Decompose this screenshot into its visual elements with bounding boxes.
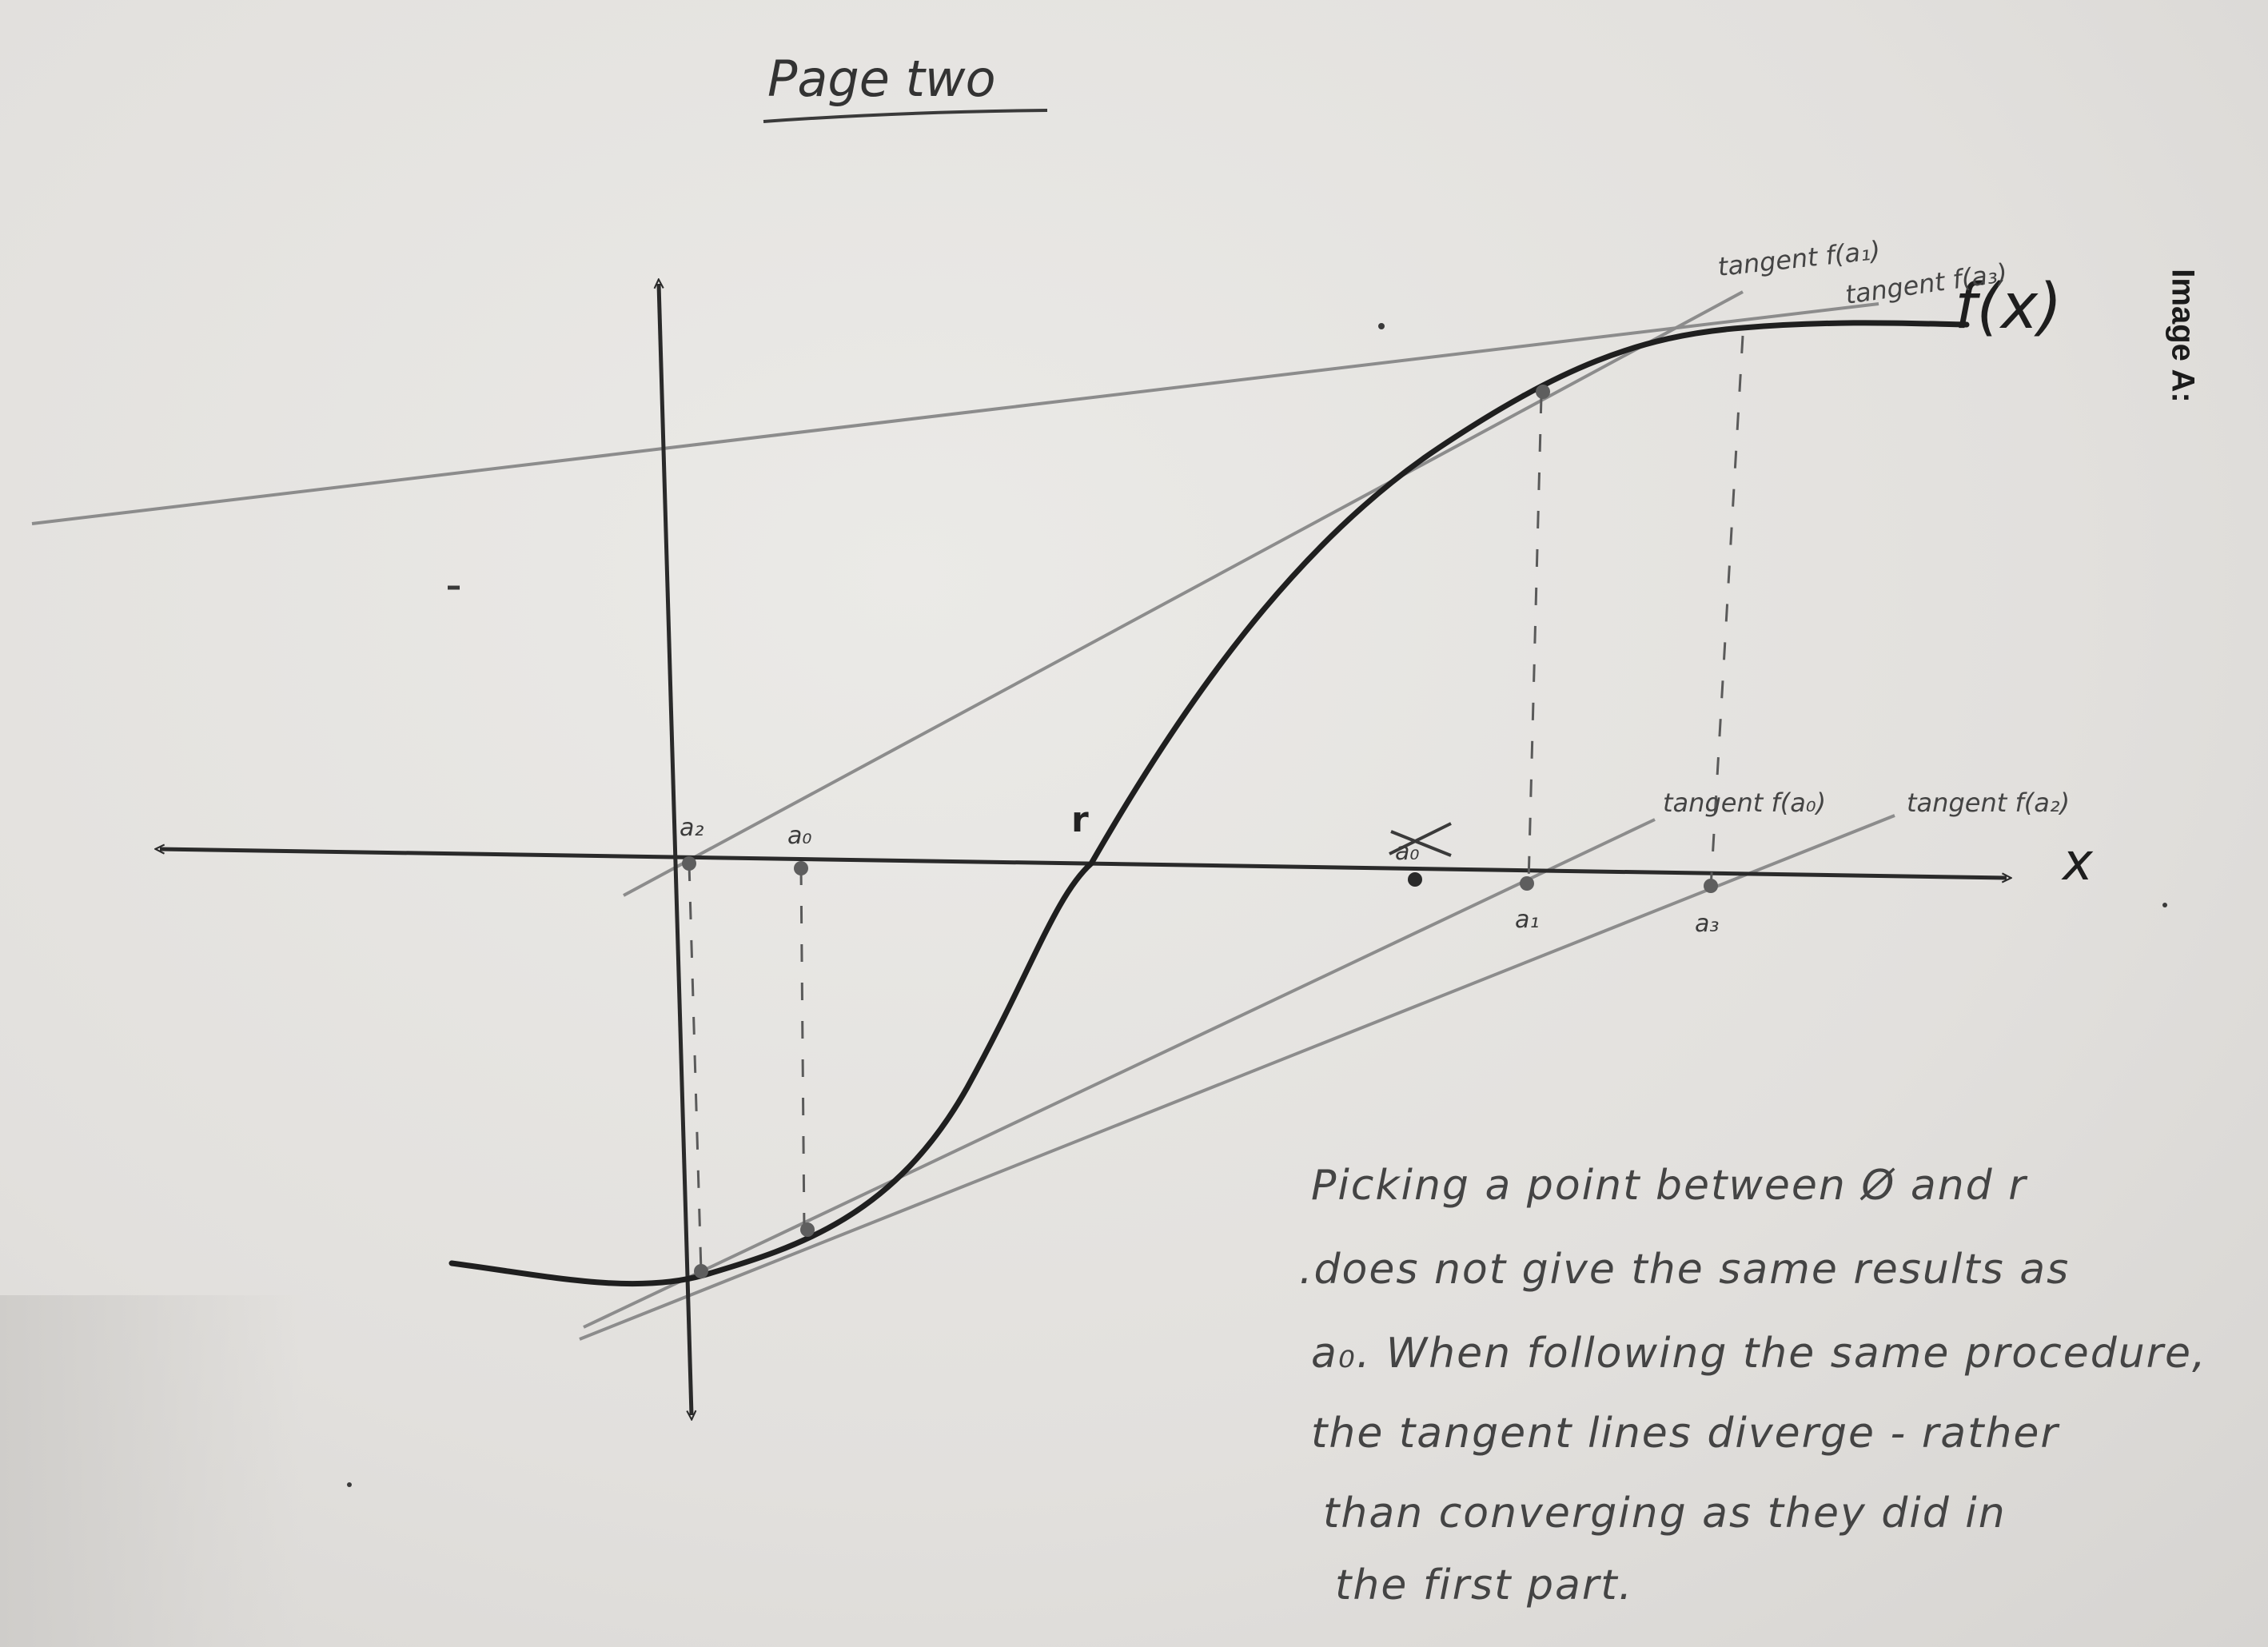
stray-mark bbox=[347, 1482, 352, 1487]
point-a3 bbox=[1704, 879, 1718, 893]
root-label: r bbox=[1071, 800, 1089, 840]
image-label: Image A: bbox=[2165, 269, 2201, 403]
function-label: f(x) bbox=[1955, 271, 2062, 343]
note-line: the first part. bbox=[1335, 1561, 1633, 1609]
curve-point-a2 bbox=[694, 1264, 708, 1278]
label-a0: a₀ bbox=[787, 822, 811, 850]
tangent-line-a1 bbox=[623, 290, 1744, 897]
tangent-line-a3 bbox=[31, 302, 1879, 525]
title-underline bbox=[763, 109, 1048, 123]
x-axis-label: x bbox=[2061, 833, 2094, 892]
stray-mark bbox=[2162, 903, 2167, 907]
point-crossed-a0 bbox=[1408, 872, 1422, 887]
function-curve bbox=[448, 320, 1970, 1287]
tangent-label-a2: tangent f(a₂) bbox=[1907, 788, 2070, 818]
x-axis bbox=[160, 849, 2007, 878]
curve-point-a0 bbox=[800, 1222, 815, 1237]
label-a3: a₃ bbox=[1695, 910, 1719, 938]
dashed-guide-a3 bbox=[1709, 335, 1744, 888]
note-line: the tangent lines diverge - rather bbox=[1311, 1410, 2060, 1458]
tangent-line-a2 bbox=[579, 814, 1895, 1341]
point-a2 bbox=[682, 856, 696, 871]
tangent-label-a0: tangent f(a₀) bbox=[1663, 788, 1826, 818]
note-line: .does not give the same results as bbox=[1299, 1246, 2070, 1294]
handwritten-note: Picking a point between Ø and r .does no… bbox=[1299, 1162, 2207, 1609]
crossed-out-mark bbox=[1389, 822, 1452, 855]
shadow-patch bbox=[0, 1295, 304, 1647]
note-line: a₀. When following the same procedure, bbox=[1311, 1330, 2207, 1378]
page-title: Page two bbox=[767, 50, 996, 108]
label-a2: a₂ bbox=[680, 814, 704, 842]
dashed-guide-a2 bbox=[688, 863, 703, 1272]
tangent-label-a1: tangent f(a₁) bbox=[1716, 235, 1882, 282]
tangent-line-a0 bbox=[583, 818, 1656, 1329]
y-axis bbox=[659, 284, 692, 1415]
curve-point-a1 bbox=[1536, 385, 1550, 399]
note-line: Picking a point between Ø and r bbox=[1311, 1162, 2028, 1210]
dashed-guide-a1 bbox=[1527, 395, 1543, 884]
point-a1 bbox=[1520, 876, 1534, 891]
point-a0 bbox=[794, 861, 808, 875]
label-a1: a₁ bbox=[1515, 906, 1539, 934]
dashed-guide-a0 bbox=[799, 867, 806, 1232]
crossed-out-mark-2 bbox=[1390, 830, 1452, 857]
note-line: than converging as they did in bbox=[1323, 1489, 2007, 1537]
stray-mark bbox=[1378, 323, 1385, 329]
